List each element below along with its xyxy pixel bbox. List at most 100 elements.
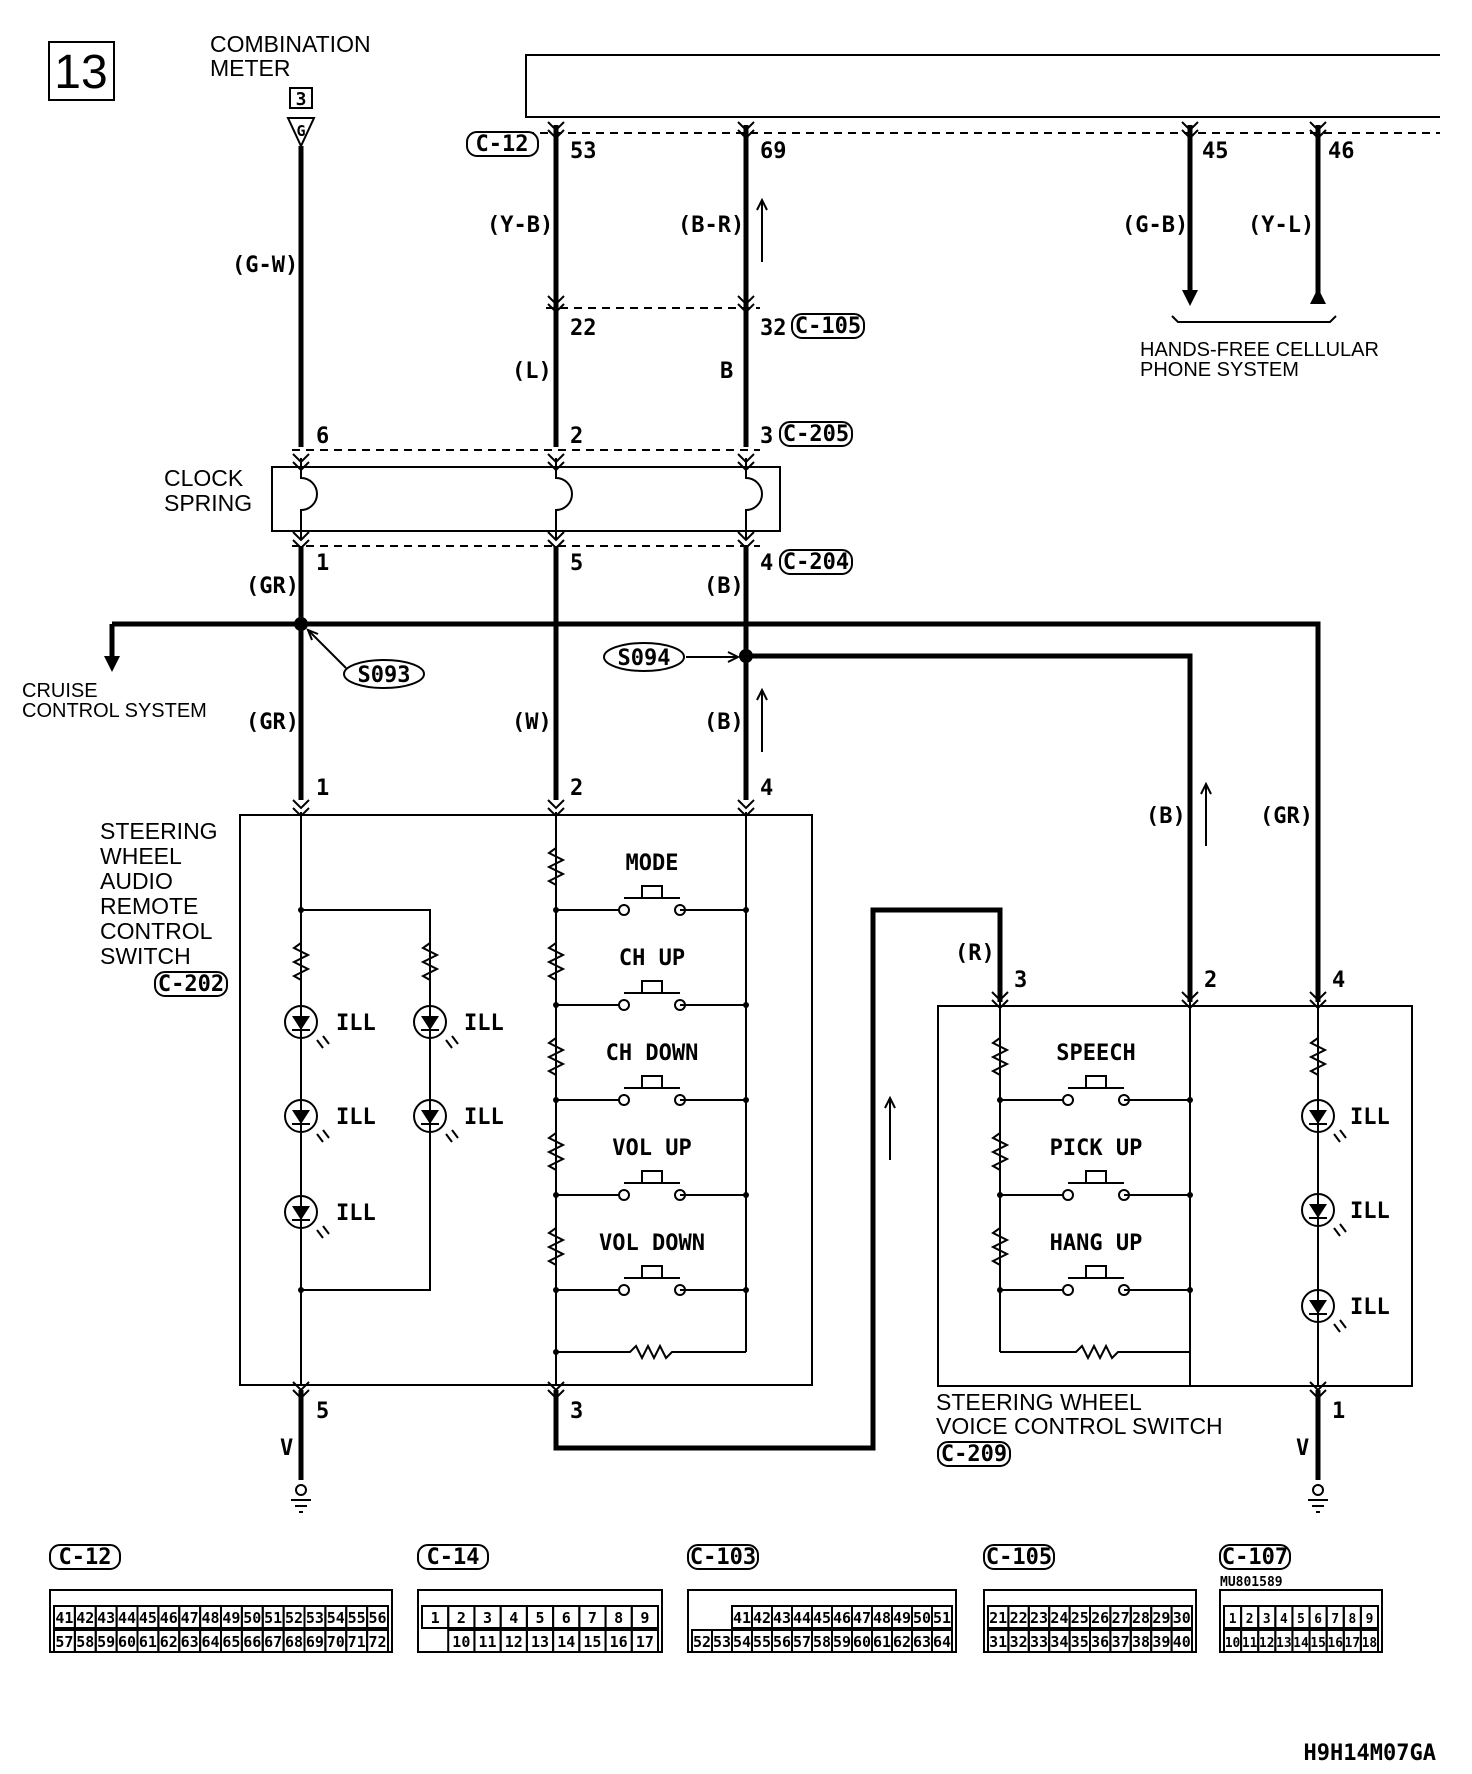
audio-switch-box	[239, 814, 813, 1386]
connector-pin-number: 62	[893, 1633, 911, 1651]
connector-pin-number: 58	[76, 1633, 94, 1651]
connector-pin-number: 38	[1132, 1633, 1150, 1651]
connector-view-label: C-12	[59, 1545, 112, 1570]
ill-led	[413, 1095, 459, 1143]
connector-pin-number: 6	[562, 1609, 571, 1627]
connector-part-number: MU801589	[1220, 1575, 1283, 1590]
connector-cavity	[630, 1629, 659, 1653]
pin-45: 45	[1202, 139, 1229, 164]
connector-pin-number: 63	[181, 1633, 199, 1651]
connector-pin-number: 51	[933, 1609, 951, 1627]
combination-meter-label: COMBINATION	[210, 31, 371, 57]
connector-pin-number: 34	[1050, 1633, 1068, 1651]
speech-label: SPEECH	[1056, 1041, 1135, 1066]
connector-pin-number: 18	[1362, 1636, 1377, 1651]
splice-s093-dot	[294, 617, 308, 631]
clock-spring-box	[271, 466, 781, 532]
connector-pin-number: 32	[1010, 1633, 1028, 1651]
connector-pin-number: 4	[1280, 1612, 1288, 1627]
vol-down-button-symbol	[618, 1265, 686, 1296]
page-number-box	[48, 41, 115, 101]
wire-r: (R)	[955, 941, 995, 966]
ill-led	[284, 1095, 330, 1143]
ill-led	[284, 1191, 330, 1239]
pick-up-button-symbol	[1062, 1170, 1130, 1201]
audio-pin-4: 4	[760, 776, 773, 801]
audio-switch-label: STEERING WHEEL AUDIO REMOTE CONTROL SWIT…	[100, 818, 218, 969]
audio-pin-1: 1	[316, 776, 329, 801]
connector-pin-number: 14	[1293, 1636, 1309, 1651]
connector-pin-number: 47	[181, 1609, 199, 1627]
meter-pin: G	[296, 122, 305, 140]
connector-pin-number: 33	[1030, 1633, 1048, 1651]
audio-pin-5: 5	[316, 1399, 329, 1424]
connector-pin-number: 10	[452, 1633, 470, 1651]
connector-cavity	[366, 1605, 389, 1629]
connector-pin-number: 10	[1225, 1636, 1240, 1651]
connector-pin-number: 45	[139, 1609, 157, 1627]
connector-pin-number: 46	[160, 1609, 178, 1627]
connector-pin-number: 69	[306, 1633, 324, 1651]
connector-pin-number: 57	[793, 1633, 811, 1651]
hang-up-label: HANG UP	[1050, 1231, 1143, 1256]
connector-pin-number: 44	[793, 1609, 811, 1627]
audio-pin-2: 2	[570, 776, 583, 801]
wire-gr-lower: (GR)	[246, 710, 299, 735]
connector-pin-number: 55	[348, 1609, 366, 1627]
connector-pin-number: 41	[55, 1609, 73, 1627]
connector-pin-number: 9	[1366, 1612, 1374, 1627]
connector-pin-number: 3	[483, 1609, 492, 1627]
wire-v-audio: V	[280, 1436, 293, 1461]
connector-pin-number: 64	[933, 1633, 951, 1651]
connector-pin-number: 61	[139, 1633, 157, 1651]
combination-meter-label-2: METER	[210, 55, 291, 81]
ill-label: ILL	[336, 1011, 376, 1036]
svg-text:SWITCH: SWITCH	[100, 943, 191, 969]
ch-down-button-symbol	[618, 1075, 686, 1106]
pin-46: 46	[1328, 139, 1355, 164]
splice-s093: S093	[358, 663, 411, 688]
connector-pin-number: 66	[243, 1633, 261, 1651]
meter-box-number: 3	[296, 89, 307, 110]
wire-y-l: (Y-L)	[1248, 213, 1314, 238]
connector-pin-number: 54	[327, 1609, 345, 1627]
connector-pin-number: 2	[457, 1609, 466, 1627]
connector-pin-number: 64	[202, 1633, 220, 1651]
page-number: 13	[54, 46, 107, 99]
voice-pin-3: 3	[1014, 968, 1027, 993]
pin-22: 22	[570, 316, 597, 341]
connector-cavity	[1170, 1629, 1193, 1653]
connector-pin-number: 29	[1152, 1609, 1170, 1627]
connector-pin-number: 56	[773, 1633, 791, 1651]
connector-pin-number: 42	[753, 1609, 771, 1627]
connector-cavity	[931, 1605, 953, 1629]
vol-down-label: VOL DOWN	[599, 1231, 705, 1256]
connector-pin-number: 17	[636, 1633, 654, 1651]
connector-pin-number: 43	[773, 1609, 791, 1627]
connector-c105: C-105	[795, 314, 861, 339]
connector-pin-number: 7	[588, 1609, 597, 1627]
wire-b-r: (B-R)	[678, 213, 744, 238]
connector-pin-number: 35	[1071, 1633, 1089, 1651]
connector-cavity	[931, 1629, 953, 1653]
pin-32: 32	[760, 316, 787, 341]
connector-pin-number: 57	[55, 1633, 73, 1651]
connector-view-label: C-14	[427, 1545, 480, 1570]
connector-pin-number: 16	[1327, 1636, 1343, 1651]
connector-pin-number: 49	[893, 1609, 911, 1627]
clock-spring-coils	[292, 453, 763, 549]
ill-label: ILL	[1350, 1295, 1390, 1320]
connector-pin-number: 8	[614, 1609, 623, 1627]
connector-pin-number: 58	[813, 1633, 831, 1651]
connector-pin-number: 50	[913, 1609, 931, 1627]
ch-up-button-symbol	[618, 980, 686, 1011]
connector-cavity	[630, 1605, 659, 1629]
svg-text:AUDIO: AUDIO	[100, 868, 173, 894]
connector-pin-number: 5	[535, 1609, 544, 1627]
connector-cavity	[1170, 1605, 1193, 1629]
connector-c12-top: C-12	[476, 132, 529, 157]
top-unit-box	[525, 54, 1440, 118]
wire-b-lower: (B)	[704, 710, 744, 735]
voice-pin-4: 4	[1332, 968, 1345, 993]
connector-pin-number: 52	[285, 1609, 303, 1627]
